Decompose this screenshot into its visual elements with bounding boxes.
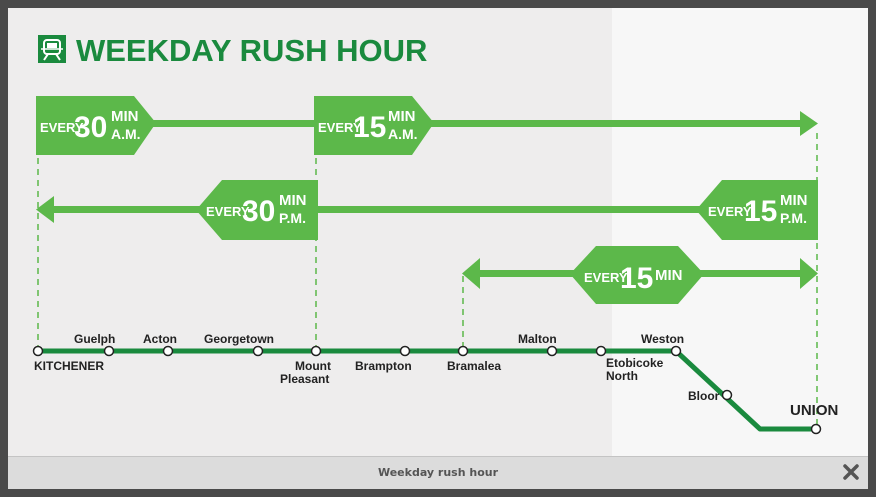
station-label-malton: Malton (518, 332, 557, 346)
badge-pm-30 (196, 180, 318, 240)
close-button[interactable] (840, 461, 862, 483)
station-label-mount-pleasant-2: Pleasant (280, 372, 329, 386)
station-guelph-dot (103, 345, 115, 357)
station-union-dot (810, 423, 822, 435)
route-line (38, 348, 816, 432)
station-brampton-dot (399, 345, 411, 357)
badge-am-30-period: A.M. (111, 126, 141, 142)
station-label-weston: Weston (641, 332, 684, 346)
badge-am-30-every: EVERY (40, 120, 84, 135)
arrow-pm (36, 180, 818, 240)
close-icon (843, 464, 859, 480)
badge-pm-30-period: P.M. (279, 210, 306, 226)
station-malton-dot (546, 345, 558, 357)
station-etobicoke-dot (595, 345, 607, 357)
badge-pm-30-every: EVERY (206, 204, 250, 219)
caption-bar: Weekday rush hour (8, 456, 868, 489)
badge-pm-15-every: EVERY (708, 204, 752, 219)
badge-pm-15-num: 15 (744, 195, 777, 228)
station-label-guelph: Guelph (74, 332, 115, 346)
badge-all-15-unit: MIN (655, 267, 683, 284)
station-acton-dot (162, 345, 174, 357)
page-title: WEEKDAY RUSH HOUR (76, 33, 427, 68)
badge-am-30-num: 30 (74, 111, 107, 144)
lightbox-frame: WEEKDAY RUSH HOUR EVERY 30 MIN A.M. (8, 8, 868, 489)
station-label-brampton: Brampton (355, 359, 412, 373)
station-label-mount-pleasant-1: Mount (295, 359, 331, 373)
badge-am-15-period: A.M. (388, 126, 418, 142)
station-label-etobicoke-1: Etobicoke (606, 356, 664, 370)
badge-am-15 (314, 96, 434, 155)
train-icon (38, 35, 66, 63)
image-caption: Weekday rush hour (377, 466, 499, 479)
arrow-am (36, 96, 818, 155)
arrow-all-day (462, 246, 818, 304)
station-weston-dot (670, 345, 682, 357)
badge-pm-15-period: P.M. (780, 210, 807, 226)
badge-all-15-num: 15 (620, 262, 653, 295)
station-mount-pleasant-dot (310, 345, 322, 357)
station-georgetown-dot (252, 345, 264, 357)
badge-all-15-every: EVERY (584, 270, 628, 285)
station-label-georgetown: Georgetown (204, 332, 274, 346)
rush-hour-diagram: WEEKDAY RUSH HOUR EVERY 30 MIN A.M. (8, 8, 868, 456)
station-bramalea-dot (457, 345, 469, 357)
station-label-acton: Acton (143, 332, 177, 346)
badge-all-15 (570, 246, 704, 304)
badge-am-30-unit: MIN (111, 108, 139, 125)
image-viewer: WEEKDAY RUSH HOUR EVERY 30 MIN A.M. (8, 8, 868, 456)
station-bloor-dot (721, 389, 733, 401)
station-label-bramalea: Bramalea (447, 359, 501, 373)
badge-am-30 (36, 96, 156, 155)
station-label-union: UNION (790, 402, 838, 419)
station-label-bloor: Bloor (688, 389, 720, 403)
station-kitchener-dot (32, 345, 44, 357)
badge-pm-15 (696, 180, 818, 240)
badge-am-15-unit: MIN (388, 108, 416, 125)
badge-am-15-num: 15 (353, 111, 386, 144)
badge-pm-30-num: 30 (242, 195, 275, 228)
station-label-kitchener: KITCHENER (34, 359, 104, 373)
badge-pm-30-unit: MIN (279, 192, 307, 209)
station-markers (32, 345, 822, 435)
station-label-etobicoke-2: North (606, 369, 638, 383)
badge-am-15-every: EVERY (318, 120, 362, 135)
badge-pm-15-unit: MIN (780, 192, 808, 209)
